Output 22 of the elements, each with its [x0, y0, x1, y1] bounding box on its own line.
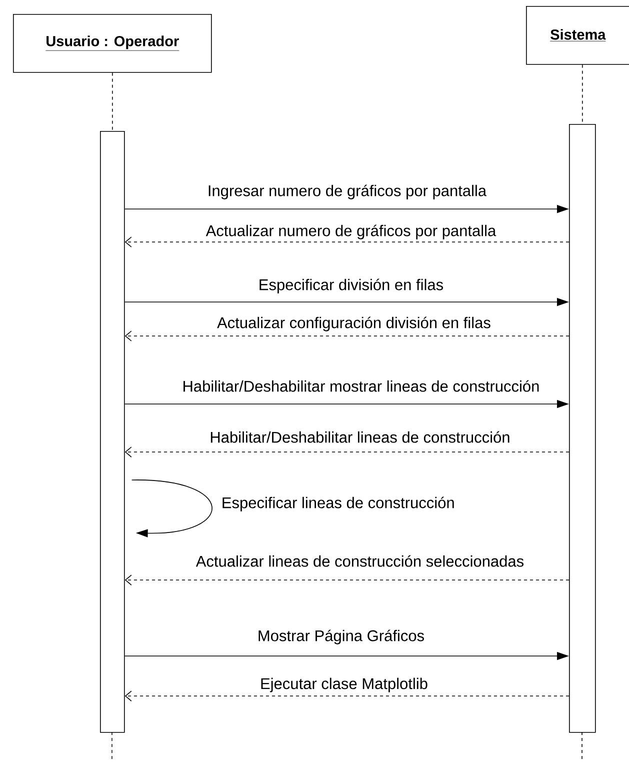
message-label: Habilitar/Deshabilitar mostrar lineas de construcción: [181, 379, 541, 393]
message-label: Especificar lineas de construcción: [220, 496, 456, 512]
lifeline: [112, 72, 113, 132]
message-arrow: [124, 690, 570, 702]
lifeline: [582, 64, 583, 124]
message-label: Actualizar configuración división en filas: [216, 316, 492, 332]
lifeline-header-box: Usuario : Operador: [13, 14, 212, 73]
message-label: Ingresar numero de gráficos por pantalla: [206, 184, 488, 200]
message-arrow: [124, 574, 570, 586]
message-label: Actualizar lineas de construcción seleccionadas: [194, 554, 526, 568]
activation-bar: [569, 124, 596, 733]
activation-bar: [100, 131, 125, 733]
self-message-arrow: [131, 480, 212, 538]
message-label: Habilitar/Deshabilitar lineas de construcción: [208, 430, 512, 444]
message-label: Especificar división en filas: [257, 278, 445, 294]
message-label: Actualizar numero de gráficos por pantalla: [204, 224, 498, 240]
lifeline-header-box: Sistema: [526, 6, 629, 65]
message-label: Ejecutar clase Matplotlib: [259, 676, 429, 694]
message-arrow: [124, 330, 570, 342]
message-arrow: [124, 236, 570, 248]
message-arrow: [124, 446, 570, 458]
message-label: Mostrar Página Gráficos: [256, 628, 426, 646]
